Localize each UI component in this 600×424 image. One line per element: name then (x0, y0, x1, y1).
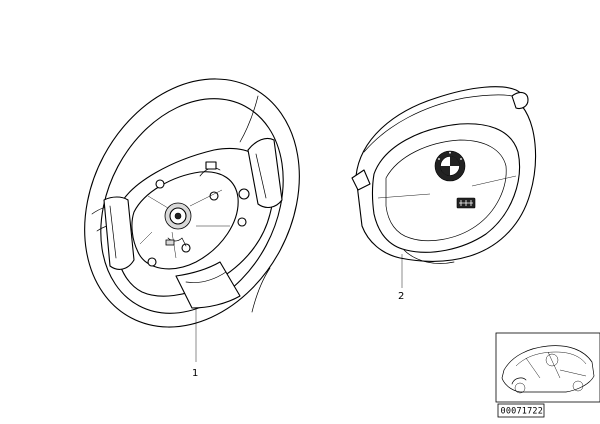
car-silhouette-icon (501, 345, 595, 394)
drawing-number: 00071722 (501, 407, 544, 417)
roundel-logo-icon (434, 150, 466, 182)
airbag-label-icon (456, 197, 476, 209)
callout-2-label: 2 (398, 291, 404, 302)
callout-1-label: 1 (192, 368, 198, 379)
car-location-thumbnail (495, 332, 600, 403)
drawing-number-box: 00071722 (497, 403, 545, 418)
airbag-module-icon[interactable] (351, 86, 537, 264)
steering-wheel-icon[interactable] (43, 41, 342, 364)
